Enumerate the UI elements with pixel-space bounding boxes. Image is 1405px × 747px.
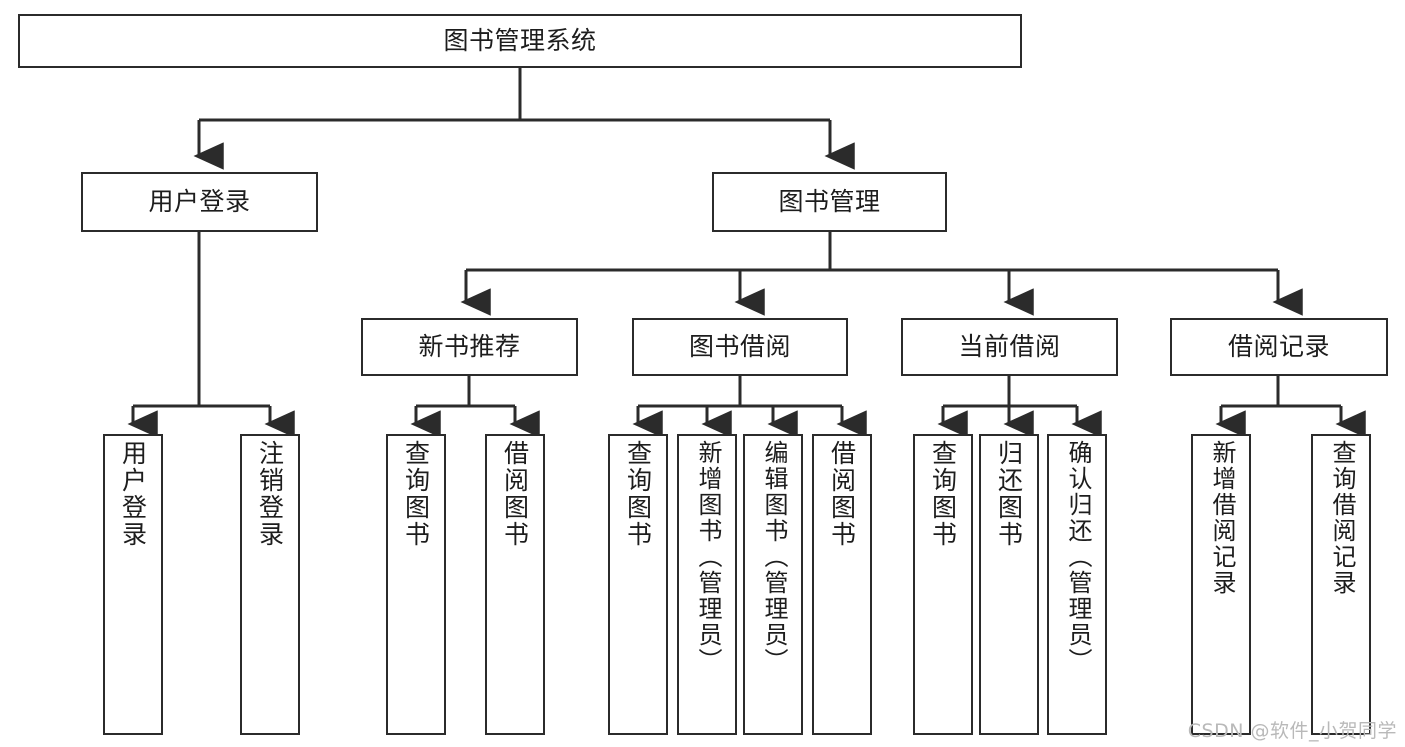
node-label: 查询图书 [928, 440, 958, 548]
node-borrow-record[interactable]: 借阅记录 [1170, 318, 1388, 376]
node-label: 新增图书（管理员） [693, 440, 722, 674]
node-leaf-borrow-book[interactable]: 借阅图书 [812, 434, 872, 735]
node-label: 归还图书 [994, 440, 1024, 548]
node-label: 编辑图书（管理员） [759, 440, 788, 674]
node-current-borrow[interactable]: 当前借阅 [901, 318, 1118, 376]
node-leaf-user-login[interactable]: 用户登录 [103, 434, 163, 735]
node-label: 当前借阅 [958, 331, 1061, 361]
node-leaf-query-book-borrow[interactable]: 查询图书 [608, 434, 668, 735]
node-leaf-logout[interactable]: 注销登录 [240, 434, 300, 735]
node-label: 查询借阅记录 [1327, 440, 1356, 596]
node-label: 借阅图书 [827, 440, 857, 548]
node-leaf-borrow-book-recommend[interactable]: 借阅图书 [485, 434, 545, 735]
node-leaf-query-book-recommend[interactable]: 查询图书 [386, 434, 446, 735]
node-leaf-add-book-admin[interactable]: 新增图书（管理员） [677, 434, 737, 735]
node-label: 新书推荐 [418, 331, 521, 361]
node-label: 图书借阅 [688, 331, 791, 361]
node-label: 确认归还（管理员） [1063, 440, 1092, 674]
node-label: 借阅图书 [500, 440, 530, 548]
node-user-login[interactable]: 用户登录 [81, 172, 318, 232]
node-book-management[interactable]: 图书管理 [712, 172, 947, 232]
node-label: 借阅记录 [1227, 331, 1330, 361]
node-leaf-add-borrow-record[interactable]: 新增借阅记录 [1191, 434, 1251, 735]
node-label: 图书管理 [778, 186, 881, 216]
node-leaf-edit-book-admin[interactable]: 编辑图书（管理员） [743, 434, 803, 735]
node-leaf-return-book[interactable]: 归还图书 [979, 434, 1039, 735]
watermark-text: CSDN @软件_小贺同学 [1187, 720, 1397, 742]
node-label: 新增借阅记录 [1207, 440, 1236, 596]
node-new-book-recommend[interactable]: 新书推荐 [361, 318, 578, 376]
node-leaf-query-borrow-record[interactable]: 查询借阅记录 [1311, 434, 1371, 735]
node-label: 图书管理系统 [443, 25, 597, 55]
node-leaf-query-book-current[interactable]: 查询图书 [913, 434, 973, 735]
node-label: 查询图书 [623, 440, 653, 548]
node-label: 用户登录 [148, 186, 251, 216]
node-book-borrow[interactable]: 图书借阅 [632, 318, 848, 376]
node-label: 用户登录 [118, 440, 148, 548]
node-label: 注销登录 [255, 440, 285, 548]
node-leaf-confirm-return-admin[interactable]: 确认归还（管理员） [1047, 434, 1107, 735]
node-label: 查询图书 [401, 440, 431, 548]
node-root-book-management-system[interactable]: 图书管理系统 [18, 14, 1022, 68]
